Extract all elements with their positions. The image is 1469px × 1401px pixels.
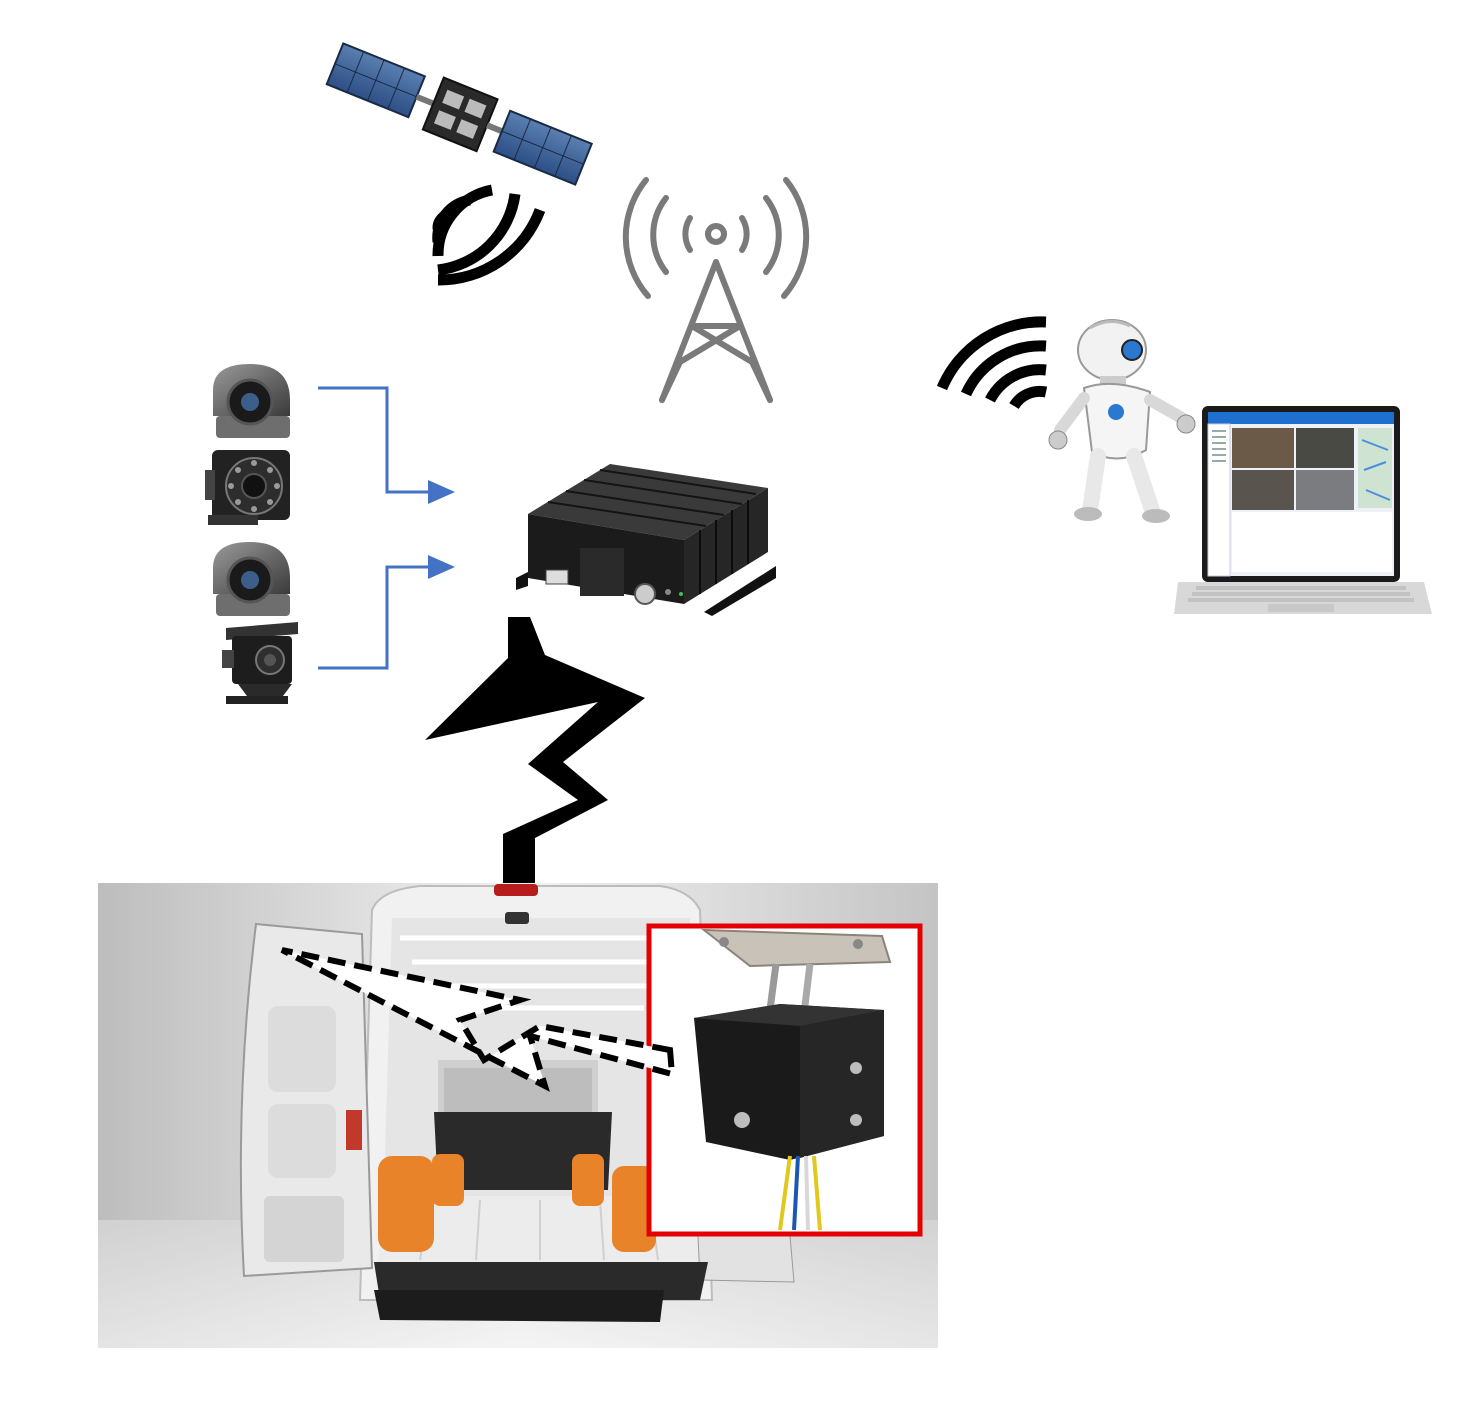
wifi-signal-icon <box>936 316 1048 410</box>
camera-dome-2 <box>213 542 290 616</box>
zigzag-cable <box>425 617 645 884</box>
robot <box>1048 319 1196 523</box>
satellite-signal-icon <box>432 184 546 286</box>
gps-satellite <box>325 42 594 186</box>
monitoring-laptop <box>1174 406 1432 614</box>
camera-square-ir <box>205 450 290 525</box>
cell-tower <box>622 177 810 403</box>
connector-bottom <box>318 555 455 670</box>
camera-dome-1 <box>213 364 290 438</box>
electronic-door-lock <box>646 923 923 1237</box>
camera-connectors <box>318 386 455 670</box>
camera-rear-view <box>222 622 298 704</box>
mobile-dvr <box>516 464 776 616</box>
connector-top <box>318 386 455 504</box>
lock-signal-arrow <box>280 947 676 1092</box>
